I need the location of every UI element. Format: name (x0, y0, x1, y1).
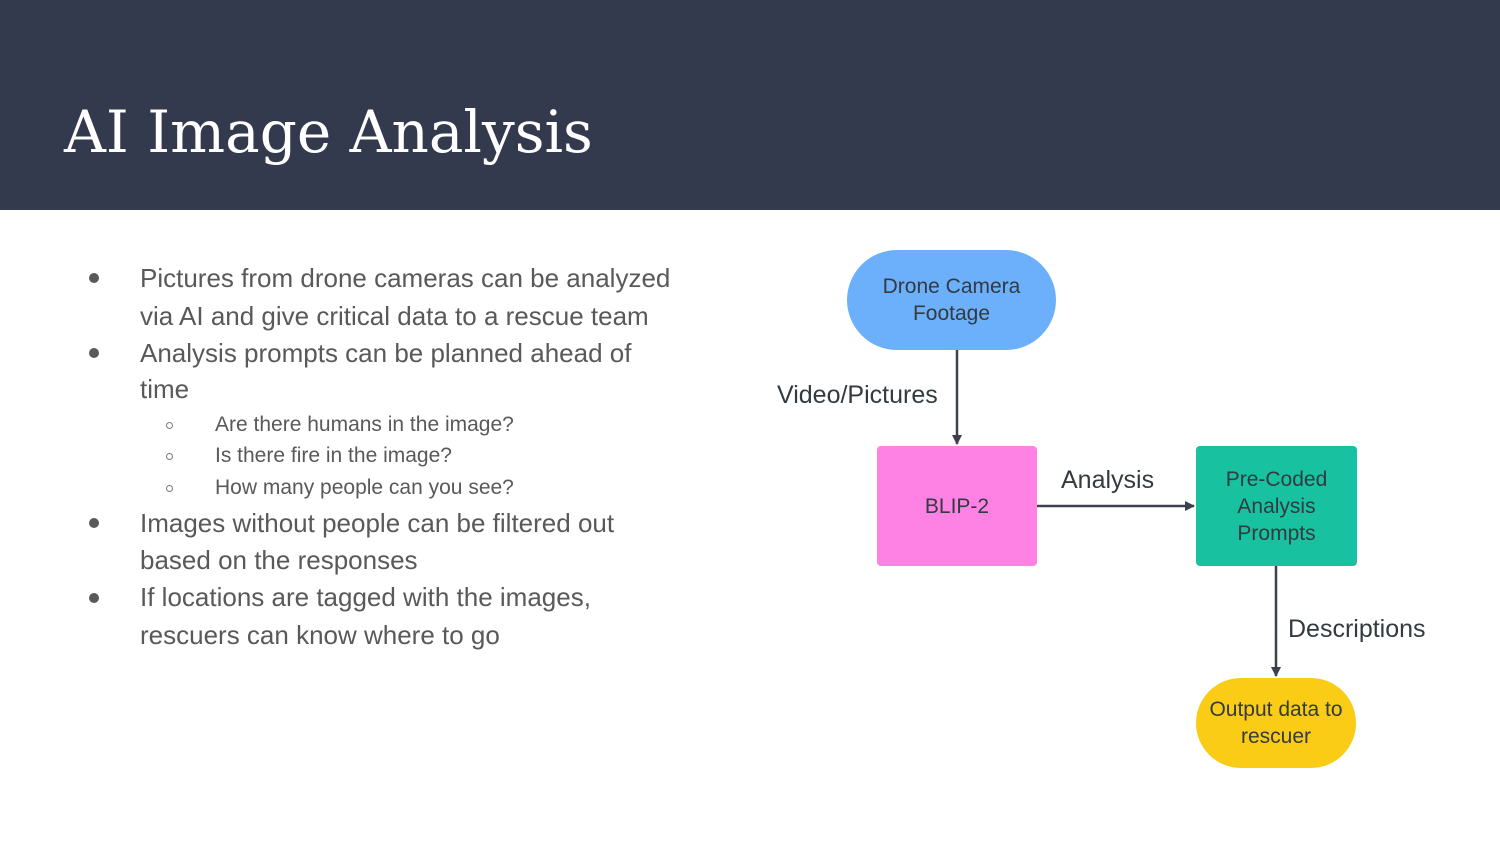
node-label: Drone Camera Footage (882, 275, 1021, 325)
node-drone-camera-footage: Drone Camera Footage (847, 250, 1056, 350)
node-pre-coded-prompts: Pre-Coded Analysis Prompts (1196, 446, 1357, 566)
bullet-list: Pictures from drone cameras can be analy… (89, 263, 671, 650)
sub-bullet-ring (166, 422, 173, 429)
edge-label-video-pictures: Video/Pictures (777, 381, 938, 409)
sub-bullet-ring (166, 453, 173, 460)
node-output-data: Output data to rescuer (1196, 678, 1356, 768)
bullet-dot (89, 273, 99, 283)
sub-bullet-2: Is there fire in the image? (215, 444, 452, 467)
sub-bullet-ring (166, 485, 173, 492)
node-label: Pre-Coded Analysis Prompts (1225, 467, 1328, 545)
bullet-4-line-1: If locations are tagged with the images, (140, 582, 591, 612)
bullet-2-line-1: Analysis prompts can be planned ahead of (140, 338, 632, 368)
bullet-1-line-1: Pictures from drone cameras can be analy… (140, 263, 671, 293)
sub-bullet-1: Are there humans in the image? (215, 413, 514, 436)
bullet-1-line-2: via AI and give critical data to a rescu… (140, 301, 649, 331)
bullet-dot (89, 593, 99, 603)
bullet-3-line-1: Images without people can be filtered ou… (140, 508, 615, 538)
bullet-3-line-2: based on the responses (140, 545, 418, 575)
node-label: BLIP-2 (924, 494, 990, 518)
slide-title: AI Image Analysis (64, 98, 593, 166)
node-blip-2: BLIP-2 (877, 446, 1037, 566)
edge-label-descriptions: Descriptions (1288, 615, 1426, 643)
bullet-dot (89, 348, 99, 358)
sub-bullet-3: How many people can you see? (215, 476, 514, 499)
bullet-dot (89, 518, 99, 528)
title-bar: AI Image Analysis (0, 0, 1500, 210)
bullet-4-line-2: rescuers can know where to go (140, 620, 500, 650)
edge-label-analysis: Analysis (1061, 466, 1155, 494)
node-label: Output data to rescuer (1209, 698, 1343, 748)
bullet-2-line-2: time (140, 374, 190, 404)
